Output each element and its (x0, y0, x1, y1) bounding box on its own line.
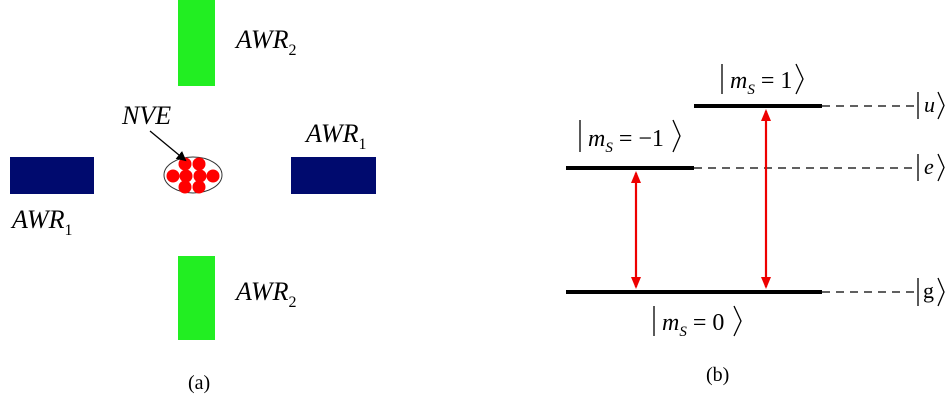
nve-atom (178, 180, 192, 194)
svg-text:g: g (923, 278, 934, 303)
nve-label: NVE (121, 101, 171, 130)
nve-atom (206, 169, 220, 183)
awr1-right-bar (291, 157, 376, 194)
svg-text:mS = −1: mS = −1 (588, 126, 664, 156)
nve-ensemble (163, 156, 223, 194)
awr2-top-bar (178, 0, 215, 86)
ket-u: u (917, 91, 945, 120)
nve-atom (193, 169, 207, 183)
label-ms-0: mS = 0 (653, 305, 742, 340)
awr2-bottom-label: AWR2 (234, 277, 296, 311)
ket-g: g (917, 277, 945, 307)
awr1-left-bar (10, 157, 94, 194)
nve-ellipse (163, 156, 223, 194)
label-ms-plus1: mS = 1 (721, 63, 804, 98)
ket-e: e (917, 153, 945, 182)
caption-a: (a) (188, 372, 210, 394)
nve-pointer-arrow (149, 130, 187, 162)
nve-atom (192, 180, 206, 194)
awr1-right-label: AWR1 (304, 119, 366, 153)
svg-text:mS = 0: mS = 0 (662, 310, 724, 340)
nve-atom (166, 169, 180, 183)
svg-text:u: u (924, 92, 935, 117)
awr1-left-label: AWR1 (10, 205, 72, 239)
panel-a: AWR2 AWR2 AWR1 AWR1 NVE (10, 0, 376, 394)
svg-text:e: e (924, 154, 934, 179)
nve-atom (192, 157, 206, 171)
label-ms-minus1: mS = −1 (579, 119, 681, 156)
nve-atom (179, 169, 193, 183)
panel-b: mS = 1 mS = −1 mS = 0 u (566, 63, 945, 386)
caption-b: (b) (706, 364, 729, 386)
awr2-bottom-bar (178, 256, 215, 340)
svg-text:mS = 1: mS = 1 (730, 68, 792, 98)
awr2-top-label: AWR2 (234, 25, 296, 59)
